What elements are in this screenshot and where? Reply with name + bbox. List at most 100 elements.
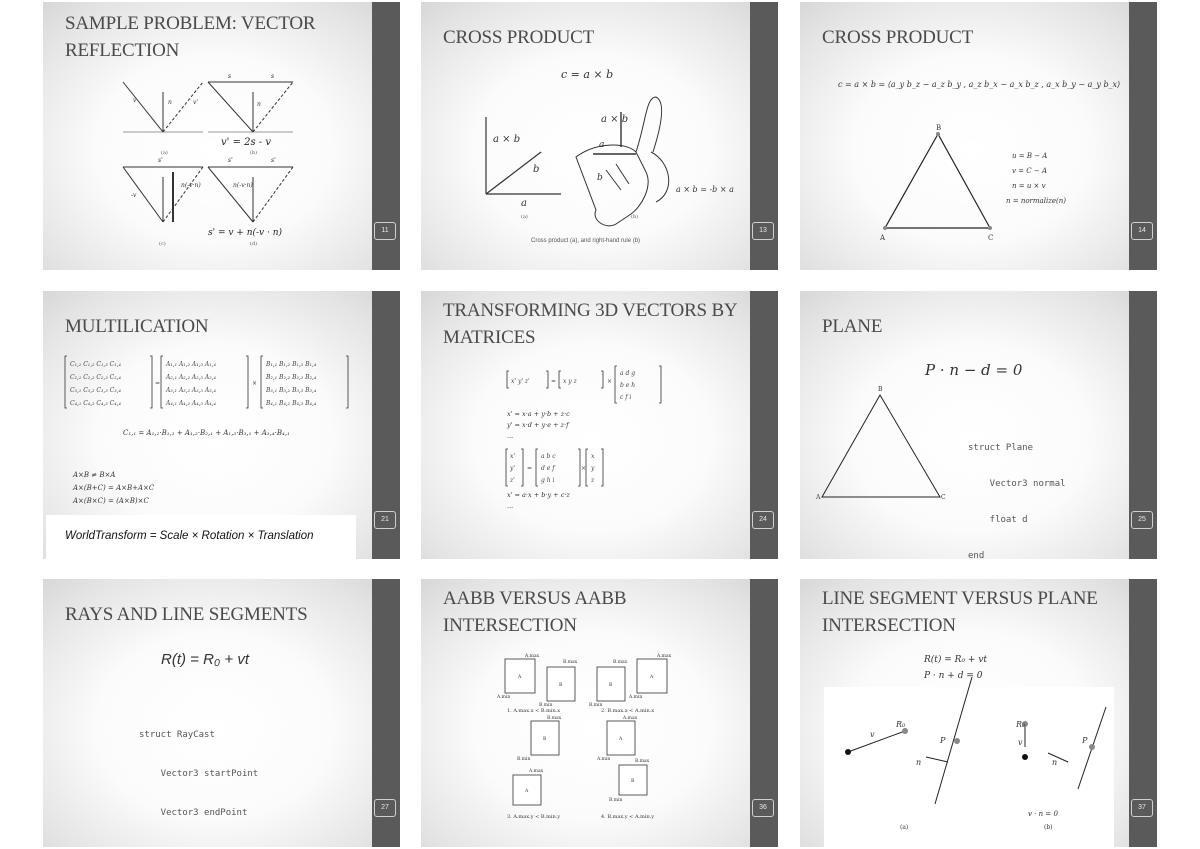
- box-a: A: [524, 788, 529, 794]
- property-associative: A×(B×C) = (A×B)×C: [73, 497, 149, 505]
- svg-text:A₂,₁ A₂,₂ A₂,₃ A₂,₄: A₂,₁ A₂,₂ A₂,₃ A₂,₄: [165, 374, 217, 381]
- slide-title: PLANE: [822, 316, 883, 337]
- svg-text:C₁,₁ C₁,₂ C₁,₃ C₁,₄: C₁,₁ C₁,₂ C₁,₃ C₁,₄: [70, 361, 122, 368]
- step-v: v = C − A: [1012, 167, 1047, 175]
- code-line: Vector3 endPoint: [139, 808, 248, 818]
- svg-text:a d g: a d g: [620, 370, 635, 377]
- aabb-case-2: 2. B.max.x < A.min.x: [601, 708, 654, 714]
- label-a: (a): [900, 824, 908, 831]
- equation-cross: c = a × b: [561, 68, 614, 81]
- slide-13[interactable]: 13 CROSS PRODUCT c = a × b a × b b a a ×…: [421, 2, 778, 270]
- slide-title: TRANSFORMING 3D VECTORS BY MATRICES: [443, 300, 737, 348]
- aabb-case-4: 4. B.max.y < A.min.y: [601, 814, 654, 820]
- equation-segment: R(t) = R₀ + vt: [924, 655, 988, 665]
- svg-text:v': v': [193, 99, 198, 106]
- aabb-diagrams: A B B A B A A B A.max B.max A.min B.min …: [496, 653, 672, 820]
- label-bmax: B.max: [547, 715, 562, 721]
- svg-text:C₄,₁ C₄,₂ C₄,₃ C₄,₄: C₄,₁ C₄,₂ C₄,₃ C₄,₄: [70, 400, 122, 407]
- label-bmin: B.min: [539, 702, 552, 708]
- slide-number: 27: [374, 799, 396, 817]
- svg-text:B₂,₁ B₂,₂ B₂,₃ B₂,₄: B₂,₁ B₂,₂ B₂,₃ B₂,₄: [265, 374, 317, 381]
- slide-21[interactable]: 21 MULTILICATION C₁,₁ C₁,₂ C₁,₃ C₁,₄ C₂,…: [43, 291, 400, 559]
- svg-text:v: v: [1018, 738, 1023, 747]
- svg-text:z: z: [590, 477, 595, 484]
- box-a: A: [517, 674, 522, 680]
- svg-text:d e f: d e f: [541, 465, 556, 472]
- svg-text:=: =: [527, 465, 532, 472]
- label-a: (a): [521, 213, 528, 220]
- label-bmin: B.min: [589, 702, 602, 708]
- label-axb-right: a × b: [601, 114, 628, 125]
- equation-cross-components: c = a × b = ⟨a_y b_z − a_z b_y , a_z b_x…: [838, 80, 1121, 89]
- slide-25[interactable]: 25 PLANE P · n − d = 0 B A C struct Plan…: [800, 291, 1157, 559]
- svg-text:s': s': [228, 157, 233, 164]
- slide-36[interactable]: 36 AABB VERSUS AABB INTERSECTION A B B A…: [421, 579, 778, 847]
- label-a: (a): [161, 149, 168, 156]
- property-noncommutative: A×B ≠ B×A: [73, 471, 116, 479]
- step-u: u = B − A: [1012, 152, 1048, 160]
- slide-number: 25: [1131, 511, 1153, 529]
- svg-text:n: n: [168, 99, 172, 106]
- label-amax: A.max: [528, 768, 544, 774]
- svg-text:n: n: [916, 758, 921, 767]
- slide-title: SAMPLE PROBLEM: VECTOR REFLECTION: [65, 13, 316, 61]
- slide-14[interactable]: 14 CROSS PRODUCT c = a × b = ⟨a_y b_z − …: [800, 2, 1157, 270]
- label-d: (d): [250, 240, 257, 247]
- svg-text:y: y: [590, 465, 595, 472]
- svg-text:y': y': [509, 465, 515, 472]
- raycast-struct-code: struct RayCast Vector3 startPoint Vector…: [139, 703, 258, 847]
- triangle-diagram: B A C: [879, 124, 993, 242]
- code-line: Vector3 normal: [968, 479, 1066, 489]
- vertex-b: B: [936, 124, 941, 132]
- svg-text:a b c: a b c: [541, 453, 556, 460]
- label-bmax: B.max: [563, 659, 578, 665]
- svg-text:c f i: c f i: [620, 394, 631, 401]
- slide-number: 37: [1131, 799, 1153, 817]
- equation-anticommute: a × b = -b × a: [676, 185, 734, 194]
- svg-text:b: b: [597, 173, 603, 183]
- svg-text:s': s': [158, 157, 163, 164]
- equation-x-prime-col: x' = a·x + b·y + c·z: [507, 491, 570, 499]
- ellipsis: ...: [507, 502, 514, 510]
- label-bmax: B.max: [613, 659, 628, 665]
- svg-text:x y z: x y z: [563, 378, 578, 385]
- figure-white-panel: [824, 687, 1114, 847]
- vertex-a: A: [815, 494, 821, 501]
- transform-equations: x' = x·a + y·b + z·c y' = x·d + y·e + z·…: [507, 409, 570, 442]
- svg-text:×: ×: [581, 465, 586, 472]
- label-amax: A.max: [524, 653, 540, 659]
- slide-title: CROSS PRODUCT: [822, 27, 974, 48]
- svg-text:R₀: R₀: [1015, 720, 1026, 729]
- svg-text:A₃,₁ A₃,₂ A₃,₃ A₃,₄: A₃,₁ A₃,₂ A₃,₃ A₃,₄: [165, 387, 217, 394]
- svg-text:=: =: [155, 380, 160, 387]
- svg-text:s': s': [271, 157, 276, 164]
- svg-text:v: v: [870, 730, 875, 739]
- slide-24[interactable]: 24 TRANSFORMING 3D VECTORS BY MATRICES x…: [421, 291, 778, 559]
- svg-text:b: b: [533, 164, 539, 175]
- label-amin: A.min: [596, 756, 610, 762]
- slide-title: RAYS AND LINE SEGMENTS: [65, 604, 308, 625]
- matrix-multiplication: C₁,₁ C₁,₂ C₁,₃ C₁,₄ C₂,₁ C₂,₂ C₂,₃ C₂,₄ …: [64, 355, 349, 409]
- box-a: A: [618, 736, 623, 742]
- svg-text:P: P: [939, 736, 946, 745]
- step-normalize: n = normalize(n): [1006, 197, 1066, 205]
- code-line: struct Plane: [968, 443, 1034, 453]
- ellipsis: ...: [507, 432, 514, 440]
- box-b: B: [631, 778, 635, 784]
- svg-text:n(-v·n): n(-v·n): [233, 182, 253, 189]
- label-bmin: B.min: [517, 756, 530, 762]
- slide-37[interactable]: 37 LINE SEGMENT VERSUS PLANE INTERSECTIO…: [800, 579, 1157, 847]
- slide-11[interactable]: 11 SAMPLE PROBLEM: VECTOR REFLECTION: [43, 2, 400, 270]
- world-transform-box: [46, 515, 356, 559]
- vertex-b: B: [878, 386, 883, 393]
- slide-number: 24: [752, 511, 774, 529]
- svg-text:-v: -v: [131, 192, 137, 199]
- step-n: n = u × v: [1012, 182, 1046, 190]
- vertex-c: C: [941, 494, 946, 501]
- slide-27[interactable]: 27 RAYS AND LINE SEGMENTS R(t) = R₀ + vt…: [43, 579, 400, 847]
- figure-caption: Cross product (a), and right-hand rule (…: [531, 238, 641, 244]
- matrix-properties: A×B ≠ B×A A×(B+C) = A×B+A×C A×(B×C) = (A…: [73, 469, 154, 508]
- svg-text:b e h: b e h: [620, 382, 635, 389]
